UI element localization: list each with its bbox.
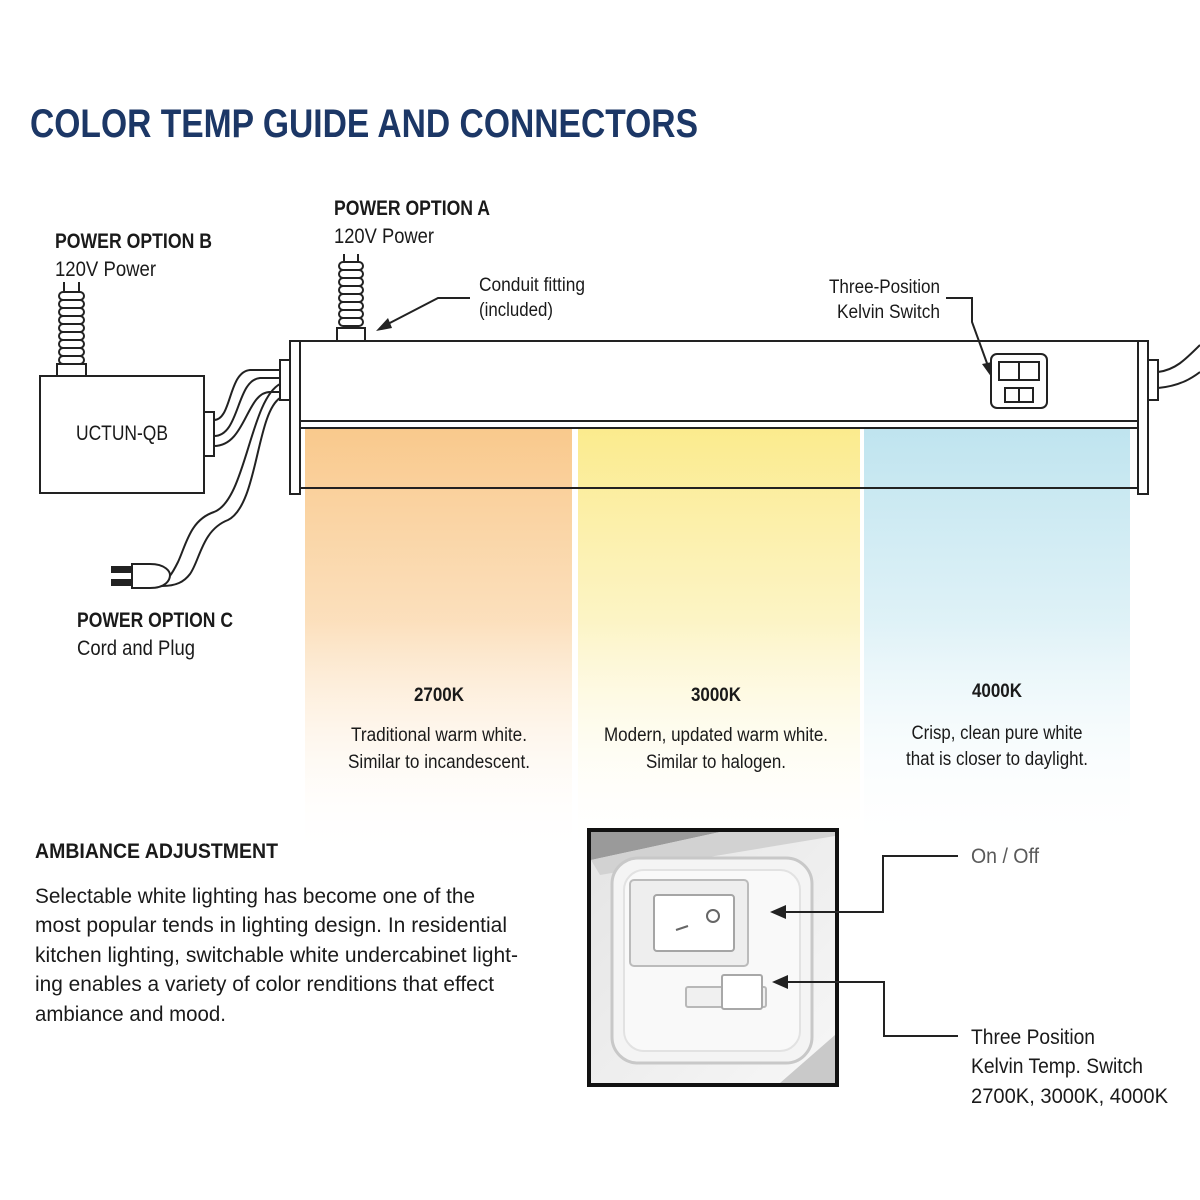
ambiance-heading: AMBIANCE ADJUSTMENT (35, 840, 278, 863)
box-to-fixture-wires (213, 369, 280, 447)
ambiance-line-3: kitchen lighting, switchable white under… (35, 944, 518, 967)
temp-2700k-desc-2: Similar to incandescent. (348, 752, 530, 773)
temp-3000k-desc-1: Modern, updated warm white. (604, 725, 828, 746)
temp-3000k-desc-2: Similar to halogen. (646, 752, 786, 773)
kelvin-temp-callout-line-1: Three Position (971, 1026, 1095, 1049)
ambiance-line-1: Selectable white lighting has become one… (35, 885, 475, 908)
ambiance-line-2: most popular tends in lighting design. I… (35, 914, 507, 937)
kelvin-temp-callout-arrow (772, 975, 958, 1037)
glow-4000k (864, 428, 1130, 858)
ambiance-line-4: ing enables a variety of color rendition… (35, 973, 494, 996)
switch-callout-arrow (946, 297, 992, 378)
switch-callout-line-1: Three-Position (829, 277, 940, 298)
kelvin-temp-callout-line-2: Kelvin Temp. Switch (971, 1055, 1143, 1078)
temp-4000k-desc-2: that is closer to daylight. (906, 749, 1088, 770)
conduit-callout-arrow (376, 297, 470, 331)
conduit-callout-line-2: (included) (479, 300, 553, 321)
kelvin-temp-callout-line-3: 2700K, 3000K, 4000K (971, 1085, 1168, 1108)
temp-2700k: 2700K Traditional warm white. Similar to… (348, 685, 530, 773)
on-off-callout-arrow (770, 855, 958, 919)
power-option-b-sub: 120V Power (55, 258, 156, 281)
temp-4000k: 4000K Crisp, clean pure white that is cl… (906, 681, 1088, 770)
ambiance-line-5: ambiance and mood. (35, 1003, 226, 1026)
temp-3000k: 3000K Modern, updated warm white. Simila… (604, 685, 828, 773)
power-option-a-sub: 120V Power (334, 225, 434, 248)
temp-2700k-label: 2700K (414, 685, 464, 706)
power-option-c-heading: POWER OPTION C (77, 609, 233, 632)
rocker-on-off-switch-icon (629, 879, 749, 967)
temp-3000k-label: 3000K (691, 685, 741, 706)
fixture-kelvin-switch-icon (990, 353, 1048, 409)
glow-2700k (305, 428, 572, 858)
power-option-c-cord-plug (111, 383, 281, 589)
kelvin-slide-switch-icon (685, 974, 767, 1010)
page-title: COLOR TEMP GUIDE AND CONNECTORS (30, 102, 698, 146)
temp-4000k-desc-1: Crisp, clean pure white (912, 723, 1083, 744)
conduit-callout-line-1: Conduit fitting (479, 275, 585, 296)
glow-3000k (578, 428, 860, 858)
power-option-a-heading: POWER OPTION A (334, 197, 490, 220)
temp-2700k-desc-1: Traditional warm white. (351, 725, 527, 746)
box-label: UCTUN-QB (76, 422, 168, 445)
power-option-b-heading: POWER OPTION B (55, 230, 212, 253)
switch-closeup-photo (587, 828, 839, 1087)
power-option-a-conduit (336, 254, 366, 342)
power-option-b-conduit (56, 282, 87, 377)
on-off-callout: On / Off (971, 845, 1039, 868)
power-option-c-sub: Cord and Plug (77, 637, 195, 660)
switch-callout-line-2: Kelvin Switch (837, 302, 940, 323)
uctun-qb-box: UCTUN-QB (39, 375, 215, 494)
temp-4000k-label: 4000K (972, 681, 1022, 702)
